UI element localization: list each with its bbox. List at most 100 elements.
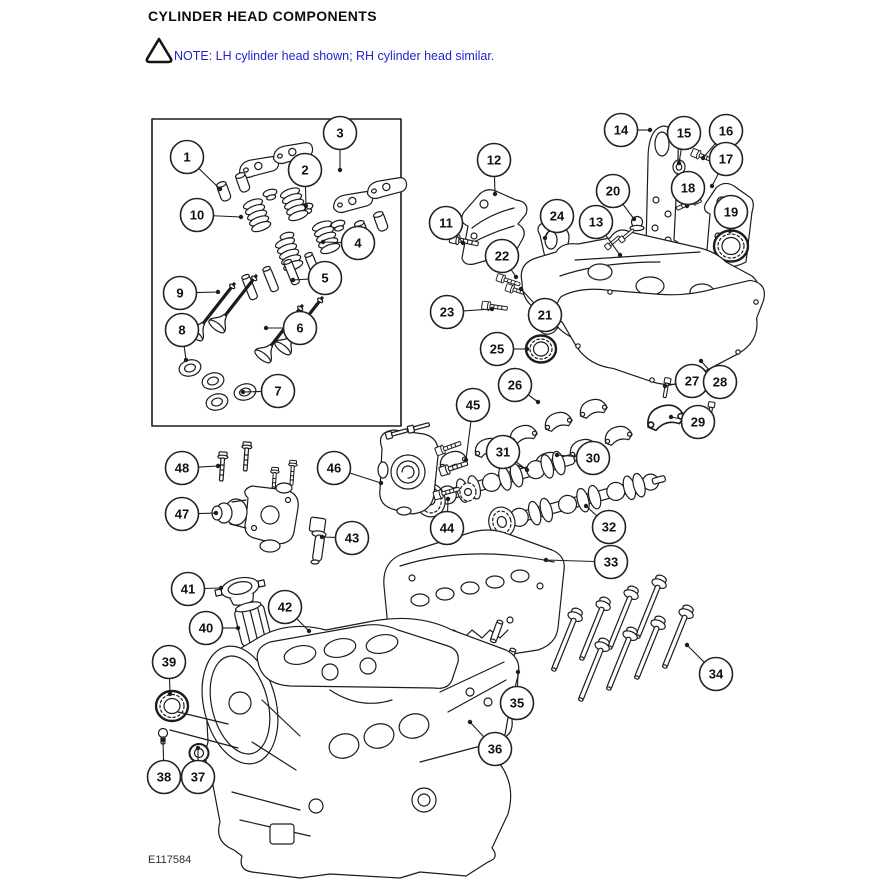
page-title: CYLINDER HEAD COMPONENTS <box>148 8 377 24</box>
svg-text:4: 4 <box>354 236 362 251</box>
callout-17: 17 <box>708 141 744 189</box>
svg-text:30: 30 <box>586 451 600 466</box>
camshaft-assembly-illustration <box>377 376 716 538</box>
callout-23: 23 <box>429 294 495 330</box>
callout-8: 8 <box>164 312 200 363</box>
svg-text:1: 1 <box>183 150 190 165</box>
svg-text:27: 27 <box>685 374 699 389</box>
svg-text:7: 7 <box>274 384 281 399</box>
svg-text:31: 31 <box>496 445 510 460</box>
svg-text:22: 22 <box>495 249 509 264</box>
callout-18: 18 <box>670 170 706 209</box>
callout-25: 25 <box>479 331 530 367</box>
callout-26: 26 <box>497 367 541 405</box>
svg-text:38: 38 <box>157 770 171 785</box>
svg-text:12: 12 <box>487 153 501 168</box>
callout-6: 6 <box>263 310 318 346</box>
svg-text:46: 46 <box>327 461 341 476</box>
svg-text:18: 18 <box>681 181 695 196</box>
note-triangle-icon <box>145 37 173 64</box>
svg-text:10: 10 <box>190 208 204 223</box>
callout-12: 12 <box>476 142 512 197</box>
callout-24: 24 <box>539 198 575 241</box>
callout-30: 30 <box>554 440 611 476</box>
callout-46: 46 <box>316 450 384 486</box>
engine-block-illustration <box>154 617 520 879</box>
svg-text:23: 23 <box>440 305 454 320</box>
svg-text:3: 3 <box>336 126 343 141</box>
svg-text:17: 17 <box>719 152 733 167</box>
callout-43: 43 <box>319 520 370 556</box>
svg-text:11: 11 <box>439 216 453 231</box>
callout-5: 5 <box>290 260 343 296</box>
callout-35: 35 <box>499 669 535 721</box>
svg-text:39: 39 <box>162 655 176 670</box>
callout-4: 4 <box>320 225 376 261</box>
svg-text:37: 37 <box>191 770 205 785</box>
callout-40: 40 <box>188 610 241 646</box>
svg-text:43: 43 <box>345 531 359 546</box>
svg-text:32: 32 <box>602 520 616 535</box>
callout-38: 38 <box>146 737 182 795</box>
svg-text:35: 35 <box>510 696 524 711</box>
svg-text:40: 40 <box>199 621 213 636</box>
svg-text:19: 19 <box>724 205 738 220</box>
callout-32: 32 <box>583 503 627 545</box>
callout-33: 33 <box>543 544 629 580</box>
callout-1: 1 <box>169 139 223 192</box>
callout-21: 21 <box>518 286 563 333</box>
svg-text:41: 41 <box>181 582 195 597</box>
svg-text:36: 36 <box>488 742 502 757</box>
svg-text:2: 2 <box>301 163 308 178</box>
svg-text:15: 15 <box>677 126 691 141</box>
callout-47: 47 <box>164 496 219 532</box>
note-row: NOTE: LH cylinder head shown; RH cylinde… <box>144 36 494 64</box>
svg-text:48: 48 <box>175 461 189 476</box>
svg-text:14: 14 <box>614 123 629 138</box>
callout-9: 9 <box>162 275 221 311</box>
callout-41: 41 <box>170 571 224 607</box>
svg-text:8: 8 <box>178 323 185 338</box>
svg-text:42: 42 <box>278 600 292 615</box>
valve-train-inset-box <box>151 118 402 427</box>
callout-22: 22 <box>484 238 520 280</box>
callout-27: 27 <box>662 363 710 399</box>
svg-text:24: 24 <box>550 209 565 224</box>
callout-31: 31 <box>485 434 530 473</box>
callout-2: 2 <box>287 152 323 209</box>
callout-34: 34 <box>684 642 734 692</box>
svg-text:33: 33 <box>604 555 618 570</box>
svg-text:9: 9 <box>176 286 183 301</box>
callout-42: 42 <box>267 589 312 634</box>
callout-3: 3 <box>322 115 358 173</box>
svg-text:34: 34 <box>709 667 724 682</box>
svg-text:44: 44 <box>440 521 455 536</box>
callout-37: 37 <box>180 745 216 795</box>
callout-14: 14 <box>603 112 653 148</box>
svg-text:16: 16 <box>719 124 733 139</box>
svg-text:26: 26 <box>508 378 522 393</box>
callout-28: 28 <box>698 358 738 400</box>
callout-7: 7 <box>240 373 296 409</box>
svg-text:47: 47 <box>175 507 189 522</box>
svg-text:13: 13 <box>589 215 603 230</box>
svg-text:5: 5 <box>321 271 328 286</box>
svg-text:6: 6 <box>296 321 303 336</box>
callout-36: 36 <box>467 719 513 767</box>
callout-29: 29 <box>668 404 716 440</box>
svg-text:29: 29 <box>691 415 705 430</box>
svg-text:20: 20 <box>606 184 620 199</box>
coolant-outlet-illustration <box>211 441 327 653</box>
callout-15: 15 <box>666 115 702 166</box>
callout-10: 10 <box>179 197 244 233</box>
callout-39: 39 <box>151 644 187 697</box>
note-text: NOTE: LH cylinder head shown; RH cylinde… <box>174 49 495 63</box>
svg-text:21: 21 <box>538 308 552 323</box>
callout-16: 16 <box>700 113 744 161</box>
callout-13: 13 <box>578 204 623 258</box>
svg-text:45: 45 <box>466 398 480 413</box>
svg-text:25: 25 <box>490 342 504 357</box>
